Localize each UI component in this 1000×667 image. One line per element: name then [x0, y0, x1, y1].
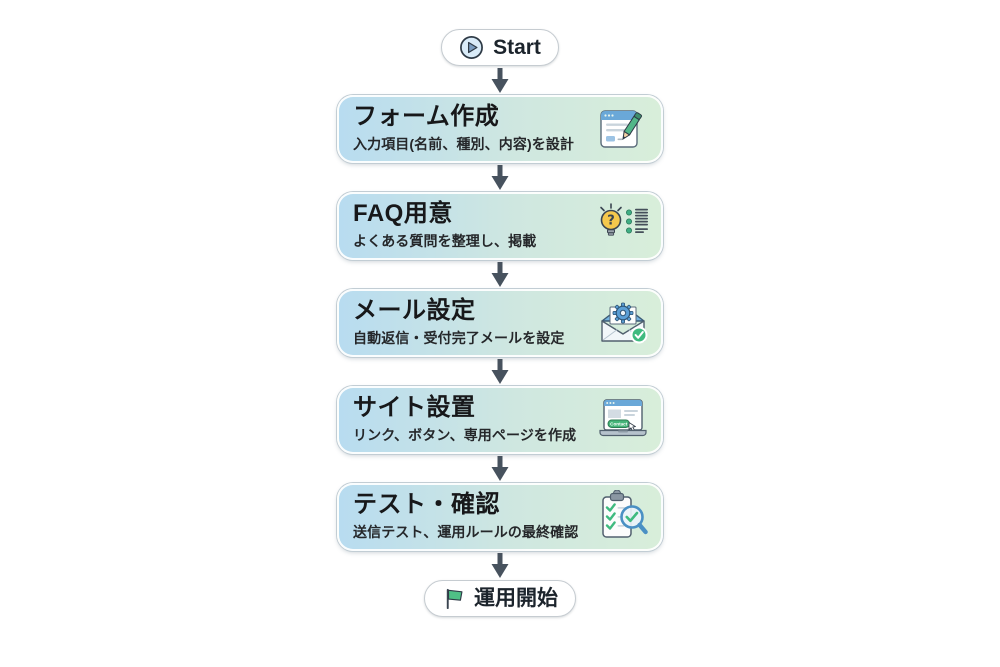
- step-text: メール設定 自動返信・受付完了メールを設定: [353, 298, 565, 348]
- step-title: フォーム作成: [353, 103, 500, 131]
- lightbulb-faq-icon: ?: [600, 203, 648, 236]
- start-node: Start: [441, 29, 559, 67]
- step-text: FAQ用意 よくある質問を整理し、掲載: [353, 201, 536, 251]
- step-text: サイト設置 リンク、ボタン、専用ページを作成: [353, 395, 576, 445]
- step-subtitle: よくある質問を整理し、掲載: [353, 233, 537, 250]
- step-mail-settings: メール設定 自動返信・受付完了メールを設定: [337, 289, 663, 358]
- step-title: FAQ用意: [353, 200, 453, 228]
- step-test-confirmation: テスト・確認 送信テスト、運用ルールの最終確認: [337, 483, 663, 552]
- flag-icon: [446, 589, 463, 610]
- step-title: テスト・確認: [353, 491, 500, 519]
- arrow-down-icon: [491, 68, 509, 94]
- step-subtitle: 送信テスト、運用ルールの最終確認: [353, 524, 579, 541]
- step-subtitle: 自動返信・受付完了メールを設定: [353, 330, 565, 347]
- step-site-installation: サイト設置 リンク、ボタン、専用ページを作成 Contact: [337, 386, 663, 455]
- step-subtitle: 入力項目(名前、種別、内容)を設計: [353, 136, 575, 153]
- arrow-down-icon: [491, 456, 509, 482]
- step-text: フォーム作成 入力項目(名前、種別、内容)を設計: [353, 104, 574, 154]
- mail-gear-icon: [601, 302, 648, 344]
- step-faq-preparation: FAQ用意 よくある質問を整理し、掲載 ?: [337, 192, 663, 261]
- arrow-down-icon: [491, 262, 509, 288]
- step-title: メール設定: [353, 297, 476, 325]
- form-pencil-icon: [600, 110, 642, 148]
- contact-button-label: Contact: [610, 422, 628, 427]
- end-node: 運用開始: [424, 580, 576, 618]
- play-icon: [460, 36, 484, 60]
- arrow-down-icon: [491, 359, 509, 385]
- step-title: サイト設置: [353, 394, 476, 422]
- step-subtitle: リンク、ボタン、専用ページを作成: [353, 427, 577, 444]
- arrow-down-icon: [491, 553, 509, 579]
- arrow-down-icon: [491, 165, 509, 191]
- svg-text:?: ?: [607, 214, 615, 229]
- step-form-creation: フォーム作成 入力項目(名前、種別、内容)を設計: [337, 95, 663, 164]
- step-text: テスト・確認 送信テスト、運用ルールの最終確認: [353, 492, 578, 542]
- start-label: Start: [493, 36, 541, 59]
- end-label: 運用開始: [474, 587, 558, 611]
- laptop-contact-icon: Contact: [599, 399, 647, 437]
- clipboard-check-icon: [602, 490, 648, 538]
